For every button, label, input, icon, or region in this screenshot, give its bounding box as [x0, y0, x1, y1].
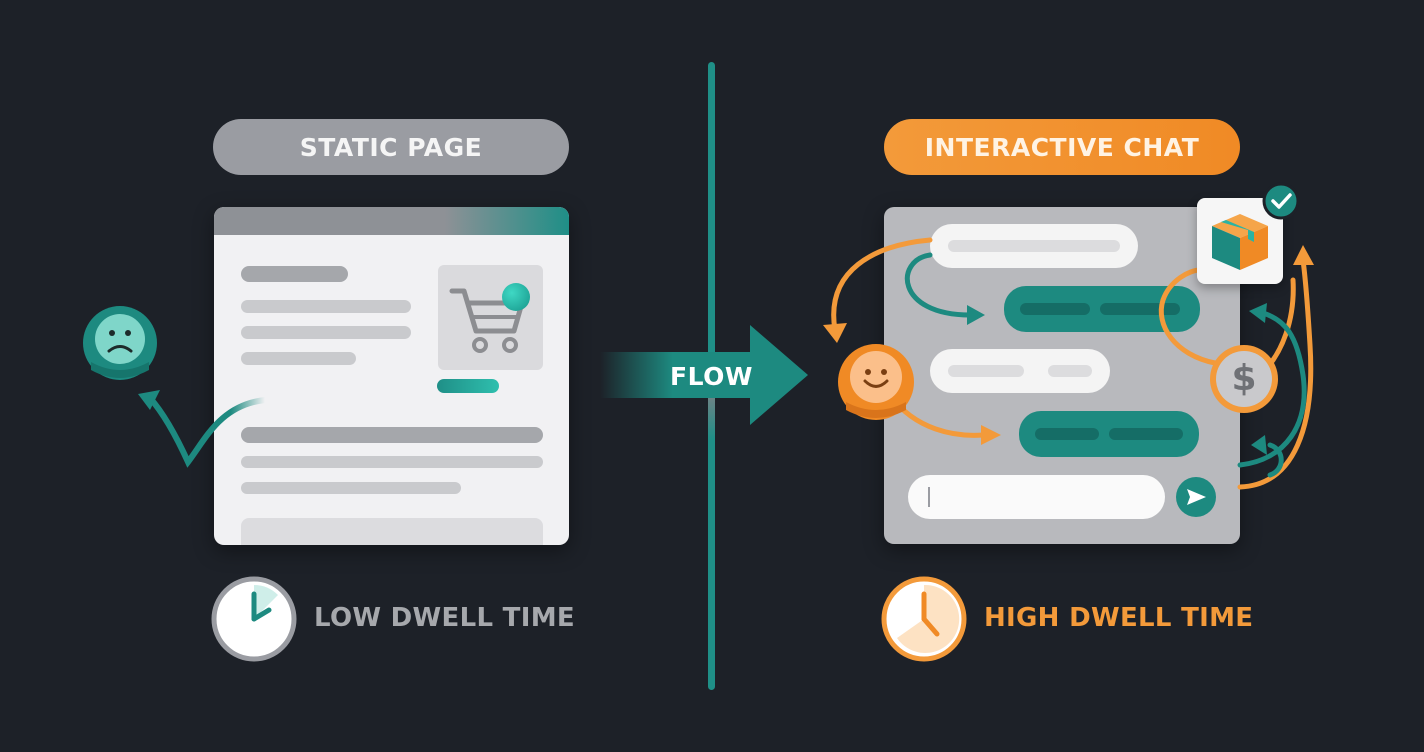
text-line-placeholder [241, 300, 411, 313]
shopping-cart-icon [449, 288, 525, 353]
engagement-arrows [823, 237, 1314, 490]
send-icon [1187, 489, 1206, 505]
clock-icon [881, 576, 967, 662]
chat-message-input[interactable] [908, 475, 1165, 519]
add-to-cart-placeholder [437, 379, 499, 393]
text-cursor [928, 487, 930, 507]
dollar-coin-icon: $ [1208, 343, 1280, 415]
chat-window-mockup [884, 207, 1240, 544]
flow-arrow-icon [600, 325, 808, 425]
section-heading-placeholder [241, 427, 543, 443]
low-dwell-time-label: LOW DWELL TIME [314, 603, 575, 633]
high-dwell-time-label: HIGH DWELL TIME [984, 603, 1254, 633]
bounce-illustration [138, 390, 268, 468]
browser-top-bar [214, 207, 569, 235]
dollar-sign: $ [1231, 358, 1257, 399]
happy-face-icon [838, 344, 914, 420]
sad-face-icon [83, 306, 157, 380]
chat-bubble-incoming [930, 224, 1138, 268]
text-line-placeholder [241, 482, 461, 494]
heading-placeholder [241, 266, 348, 282]
send-button[interactable] [1176, 477, 1216, 517]
chat-bubble-incoming [930, 349, 1110, 393]
interactive-chat-label: INTERACTIVE CHAT [884, 119, 1240, 175]
chat-bubble-outgoing [1019, 411, 1199, 457]
static-page-mockup [214, 207, 569, 545]
product-image-placeholder [438, 265, 543, 370]
check-icon [1262, 182, 1300, 220]
text-line-placeholder [241, 352, 356, 365]
clock-icon [211, 576, 297, 662]
static-page-label: STATIC PAGE [213, 119, 569, 175]
package-box-icon [1212, 214, 1268, 270]
flow-label: FLOW [670, 362, 753, 391]
content-block-placeholder [241, 518, 543, 545]
text-line-placeholder [241, 456, 543, 468]
notification-dot [502, 283, 530, 311]
text-line-placeholder [241, 326, 411, 339]
